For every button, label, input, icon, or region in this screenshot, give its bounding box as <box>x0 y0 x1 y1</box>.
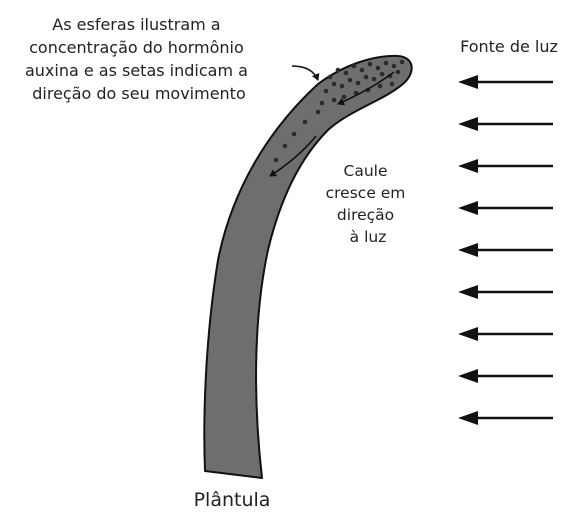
caption-line-1: As esferas ilustram a <box>52 15 220 34</box>
auxin-dot <box>323 88 329 94</box>
light-arrow <box>458 75 553 89</box>
light-arrow <box>458 201 553 215</box>
auxin-dot <box>347 77 353 83</box>
auxin-dot <box>335 67 341 73</box>
auxin-dot <box>359 67 365 73</box>
auxin-dot <box>363 74 369 80</box>
auxin-dot <box>291 131 297 137</box>
stem-label-line-3: direção <box>337 206 394 224</box>
auxin-movement-arrow-lower <box>269 135 317 177</box>
auxin-dot <box>375 65 381 71</box>
auxin-dot <box>383 60 389 66</box>
stem-label-line-2: cresce em <box>326 184 406 202</box>
auxin-dot <box>371 76 377 82</box>
auxin-movement-arrow-upper <box>337 71 395 106</box>
seedling-label: Plântula <box>194 489 271 511</box>
auxin-dot <box>391 63 397 69</box>
auxin-dot <box>282 143 288 149</box>
light-arrow <box>458 369 553 383</box>
auxin-dot <box>343 70 349 76</box>
stem-label: Caule cresce em direção à luz <box>326 162 411 246</box>
light-arrows <box>458 75 553 425</box>
caption-line-3: auxina e as setas indicam a <box>25 61 248 80</box>
auxin-dot <box>315 109 321 115</box>
auxin-dots <box>273 59 405 163</box>
auxin-dot <box>273 157 279 163</box>
stem-label-line-4: à luz <box>350 228 387 246</box>
caption: As esferas ilustram a concentração do ho… <box>25 15 253 103</box>
auxin-dot <box>395 69 401 75</box>
caption-pointer-arrow <box>291 65 320 81</box>
auxin-dot <box>377 83 383 89</box>
light-arrow <box>458 159 553 173</box>
auxin-dot <box>355 80 361 86</box>
auxin-dot <box>379 71 385 77</box>
seedling-stem <box>203 54 413 479</box>
caption-line-4: direção do seu movimento <box>32 84 246 103</box>
light-arrow <box>458 411 553 425</box>
auxin-dot <box>319 100 325 106</box>
auxin-dot <box>367 61 373 67</box>
light-arrow <box>458 117 553 131</box>
auxin-dot <box>302 119 308 125</box>
light-arrow <box>458 327 553 341</box>
light-arrow <box>458 285 553 299</box>
auxin-dot <box>389 81 395 87</box>
light-arrow <box>458 243 553 257</box>
caption-line-2: concentração do hormônio <box>29 38 244 57</box>
auxin-dot <box>351 63 357 69</box>
auxin-dot <box>331 97 337 103</box>
light-source-label: Fonte de luz <box>460 37 558 56</box>
stem-label-line-1: Caule <box>344 162 388 180</box>
auxin-dot <box>341 94 347 100</box>
auxin-dot <box>331 81 337 87</box>
auxin-dot <box>339 83 345 89</box>
auxin-dot <box>327 74 333 80</box>
auxin-dot <box>399 59 405 65</box>
